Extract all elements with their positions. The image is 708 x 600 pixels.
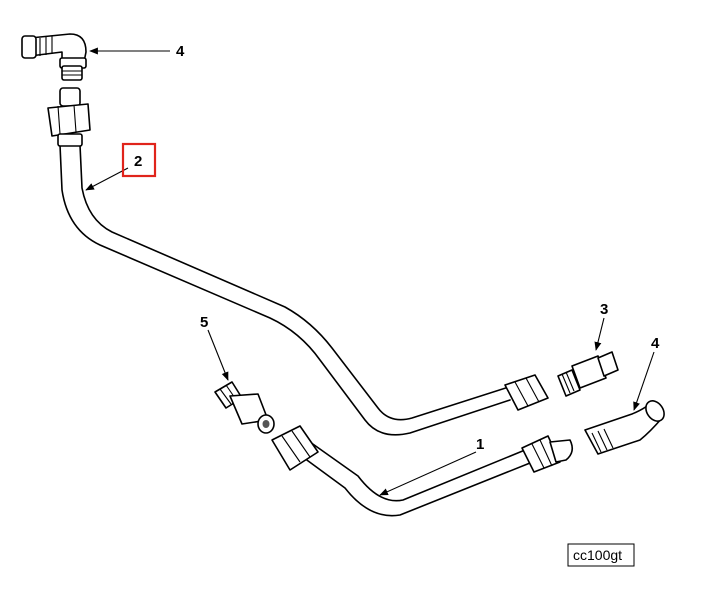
lower-tube-end-nut [521,435,574,473]
callout-highlight-box [121,142,157,178]
callout-tube-upper: 2 [134,153,142,170]
upper-tube-nut [47,87,91,147]
upper-fuel-tube [59,144,513,436]
lower-fuel-tube [299,441,531,517]
callout-labels: 4 2 3 4 5 1 [134,43,660,453]
adapter-fitting [557,351,619,397]
reference-code-box: cc100gt [567,543,635,567]
callout-elbow-right: 4 [651,335,660,352]
top-elbow-fitting [21,33,87,81]
callout-fitting-left: 5 [200,314,208,331]
callout-tube-lower: 1 [476,436,484,453]
callout-adapter-right: 3 [600,301,608,318]
callout-elbow-top: 4 [176,43,185,60]
leader-lines [85,47,655,496]
lower-tube-left-nut [271,425,319,471]
right-elbow-fitting [584,400,665,455]
left-adapter-fitting [214,381,275,434]
upper-tube-end-nut [504,374,549,411]
reference-code: cc100gt [573,547,622,563]
